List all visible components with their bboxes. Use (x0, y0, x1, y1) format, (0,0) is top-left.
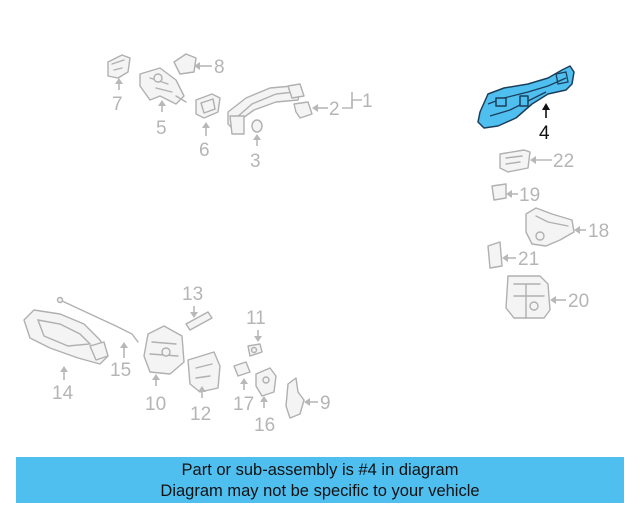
arrow-22 (530, 156, 536, 164)
callout-7: 7 (112, 94, 123, 115)
arrow-17 (240, 378, 248, 384)
callout-1: 1 (362, 91, 373, 112)
callout-4: 4 (539, 123, 550, 144)
callout-3: 3 (250, 151, 261, 172)
info-banner: Part or sub-assembly is #4 in diagram Di… (16, 457, 624, 503)
part-20-latch (505, 275, 551, 319)
arrow-9 (304, 398, 310, 406)
arrow-16 (260, 396, 268, 402)
part-5-lock-cylinder (139, 67, 187, 105)
parts-diagram: 7 5 8 6 2 1 3 (23, 53, 609, 436)
banner-line-1: Part or sub-assembly is #4 in diagram (181, 461, 459, 479)
arrow-21 (502, 254, 508, 262)
arrow-14 (60, 366, 68, 372)
arrow-6 (202, 122, 210, 128)
callout-19: 19 (519, 185, 540, 206)
arrow-15 (120, 342, 128, 348)
part-3-ring (251, 119, 263, 133)
part-17-screw (233, 361, 251, 377)
part-8-cap (173, 53, 197, 75)
callout-20: 20 (568, 291, 589, 312)
part-14-inside-handle (23, 309, 109, 365)
callout-12: 12 (190, 404, 211, 425)
banner-line-2: Diagram may not be specific to your vehi… (160, 482, 480, 500)
arrow-13 (190, 312, 198, 318)
callout-16: 16 (254, 415, 275, 436)
callout-9: 9 (320, 393, 331, 414)
callout-22: 22 (553, 151, 574, 172)
part-7-cap (107, 54, 131, 79)
part-4-handle-frame (477, 65, 575, 129)
part-9-plate (285, 377, 305, 419)
part-1-outside-handle (227, 83, 305, 135)
callout-15: 15 (110, 360, 131, 381)
arrow-7 (115, 78, 123, 84)
part-11-bolt (247, 343, 263, 357)
callout-18: 18 (588, 221, 609, 242)
arrow-4 (542, 103, 550, 110)
part-6-gasket (195, 93, 221, 119)
arrow-20 (550, 296, 556, 304)
part-18-bracket (525, 207, 575, 247)
callout-21: 21 (518, 249, 539, 270)
callout-13: 13 (182, 284, 203, 305)
callout-14: 14 (52, 383, 74, 404)
part-15-cable (56, 296, 139, 343)
part-2-clip (293, 101, 313, 119)
callout-8: 8 (214, 57, 225, 78)
part-12-bracket (187, 351, 221, 393)
callout-17: 17 (233, 394, 254, 415)
callout-10: 10 (145, 394, 166, 415)
arrow-5 (158, 100, 166, 106)
part-10-actuator (143, 325, 185, 375)
arrow-11 (254, 336, 262, 342)
arrow-12 (198, 386, 206, 392)
part-19-pad (491, 183, 507, 201)
callout-5: 5 (156, 118, 167, 139)
part-13-rod (185, 311, 213, 331)
part-22-seal (499, 149, 531, 173)
arrow-10 (152, 374, 160, 380)
callout-11: 11 (246, 308, 266, 329)
arrow-19 (506, 190, 512, 198)
arrow-2 (312, 104, 318, 112)
callout-6: 6 (199, 140, 210, 161)
callout-2: 2 (329, 99, 340, 120)
part-16-striker (255, 367, 277, 397)
part-21-pad (487, 241, 503, 269)
arrow-18 (574, 226, 580, 234)
arrow-8 (194, 62, 200, 70)
arrow-3 (253, 134, 261, 140)
